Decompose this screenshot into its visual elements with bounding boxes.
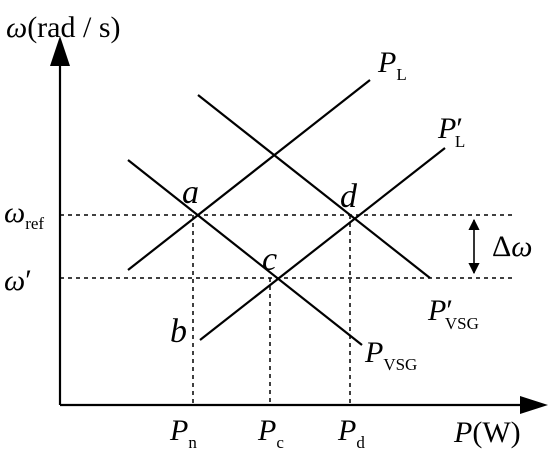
point-a-label: a [182,174,199,211]
point-d-label: d [340,178,358,215]
load-line-pl [127,79,371,271]
x-axis-arrowhead [520,396,548,414]
pn-label: Pn [169,414,197,452]
y-axis-label: ω(rad / s) [6,11,120,44]
point-c-label: c [262,241,277,278]
pl-prime-label: P′L [437,112,465,151]
delta-omega-label: Δω [492,230,532,263]
vsg-line-pvsg-prime [197,94,431,279]
omega-prime-label: ω′ [4,264,32,297]
pd-label: Pd [337,414,365,452]
pc-label: Pc [257,414,284,452]
vsg-line-pvsg [127,159,363,346]
omega-ref-label: ωref [4,196,44,233]
x-axis-label: P(W) [453,416,521,449]
point-b-label: b [170,313,187,350]
pl-label: PL [377,46,407,84]
y-axis-arrowhead [50,36,70,66]
pvsg-label: PVSG [364,336,417,374]
pvsg-prime-label: P′VSG [427,294,479,333]
load-line-pl-prime [199,147,446,341]
